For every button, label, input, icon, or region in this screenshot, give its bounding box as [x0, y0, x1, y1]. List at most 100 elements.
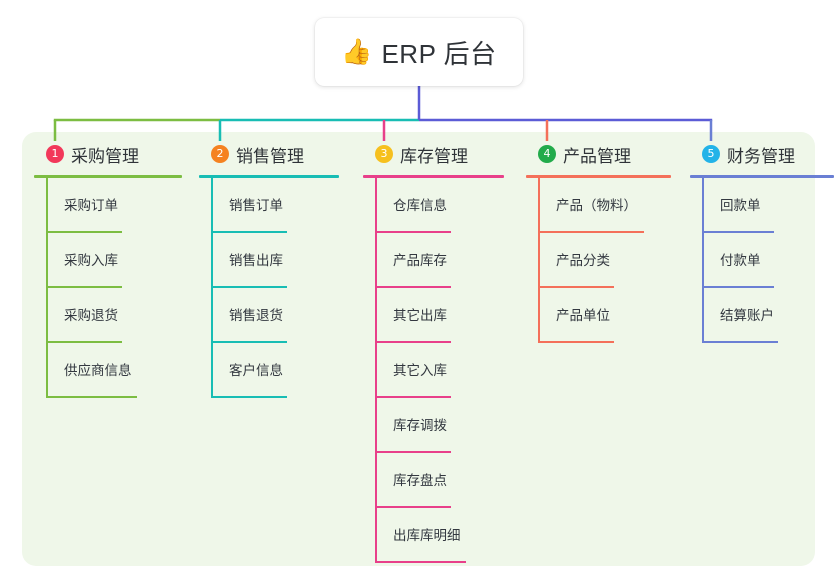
- list-item-underline: [375, 561, 466, 563]
- list-item[interactable]: 客户信息: [199, 343, 339, 398]
- branch-number-badge: 2: [211, 145, 229, 163]
- list-item-underline: [375, 341, 451, 343]
- branch-spine: [375, 178, 377, 563]
- branch-title: 财务管理: [727, 146, 795, 166]
- branch-item-list: 仓库信息产品库存其它出库其它入库库存调拨库存盘点出库库明细: [363, 178, 504, 563]
- branch-column-2: 2 销售管理销售订单销售出库销售退货客户信息: [199, 141, 339, 398]
- list-item-underline: [375, 231, 451, 233]
- branch-title: 销售管理: [236, 146, 304, 166]
- branch-column-3: 3 库存管理仓库信息产品库存其它出库其它入库库存调拨库存盘点出库库明细: [363, 141, 504, 563]
- list-item[interactable]: 采购订单: [34, 178, 182, 233]
- list-item-underline: [46, 286, 122, 288]
- list-item-underline: [702, 341, 778, 343]
- branch-header-2[interactable]: 2 销售管理: [199, 141, 339, 167]
- list-item[interactable]: 产品分类: [526, 233, 671, 288]
- thumbs-up-icon: 👍: [341, 37, 373, 66]
- branch-item-list: 销售订单销售出库销售退货客户信息: [199, 178, 339, 398]
- branch-spine: [46, 178, 48, 398]
- list-item-label: 供应商信息: [64, 363, 132, 378]
- list-item-label: 产品（物料）: [556, 198, 637, 213]
- list-item[interactable]: 库存盘点: [363, 453, 504, 508]
- branch-spine: [211, 178, 213, 398]
- list-item[interactable]: 供应商信息: [34, 343, 182, 398]
- list-item-underline: [538, 341, 614, 343]
- branch-number-badge: 5: [702, 145, 720, 163]
- branch-spine: [538, 178, 540, 343]
- list-item[interactable]: 回款单: [690, 178, 834, 233]
- list-item-label: 采购订单: [64, 198, 118, 213]
- branch-header-3[interactable]: 3 库存管理: [363, 141, 504, 167]
- list-item[interactable]: 产品单位: [526, 288, 671, 343]
- list-item-underline: [375, 396, 451, 398]
- list-item-underline: [538, 286, 614, 288]
- list-item-underline: [538, 231, 644, 233]
- branch-item-list: 回款单付款单结算账户: [690, 178, 834, 343]
- list-item-label: 结算账户: [720, 308, 774, 323]
- list-item-underline: [702, 286, 774, 288]
- list-item-label: 其它入库: [393, 363, 447, 378]
- branch-header-5[interactable]: 5 财务管理: [690, 141, 834, 167]
- list-item[interactable]: 出库库明细: [363, 508, 504, 563]
- branch-item-list: 采购订单采购入库采购退货供应商信息: [34, 178, 182, 398]
- list-item[interactable]: 结算账户: [690, 288, 834, 343]
- list-item[interactable]: 其它入库: [363, 343, 504, 398]
- list-item[interactable]: 付款单: [690, 233, 834, 288]
- page-title: ERP 后台: [381, 38, 497, 69]
- list-item-underline: [211, 231, 287, 233]
- list-item-underline: [46, 231, 122, 233]
- branch-item-list: 产品（物料） 产品分类产品单位: [526, 178, 671, 343]
- list-item-label: 销售出库: [229, 253, 283, 268]
- list-item-label: 产品库存: [393, 253, 447, 268]
- list-item[interactable]: 产品（物料）: [526, 178, 671, 233]
- branch-spine: [702, 178, 704, 343]
- list-item-underline: [211, 396, 287, 398]
- branch-number-badge: 3: [375, 145, 393, 163]
- list-item-label: 回款单: [720, 198, 761, 213]
- list-item-underline: [211, 341, 287, 343]
- branch-underline: [363, 175, 504, 178]
- branch-underline: [526, 175, 671, 178]
- list-item[interactable]: 销售退货: [199, 288, 339, 343]
- branch-title: 采购管理: [71, 146, 139, 166]
- root-node[interactable]: 👍 ERP 后台: [315, 18, 523, 86]
- list-item-underline: [211, 286, 287, 288]
- branch-column-5: 5 财务管理回款单付款单结算账户: [690, 141, 834, 343]
- branch-underline: [199, 175, 339, 178]
- list-item[interactable]: 采购退货: [34, 288, 182, 343]
- list-item[interactable]: 销售出库: [199, 233, 339, 288]
- list-item-label: 出库库明细: [393, 528, 461, 543]
- branch-header-1[interactable]: 1 采购管理: [34, 141, 182, 167]
- content-panel: [22, 132, 815, 566]
- list-item-underline: [375, 451, 451, 453]
- branch-title: 产品管理: [563, 146, 631, 166]
- list-item-underline: [375, 286, 451, 288]
- list-item[interactable]: 其它出库: [363, 288, 504, 343]
- list-item-underline: [46, 396, 137, 398]
- branch-title: 库存管理: [400, 146, 468, 166]
- list-item[interactable]: 采购入库: [34, 233, 182, 288]
- list-item-underline: [375, 506, 451, 508]
- list-item[interactable]: 产品库存: [363, 233, 504, 288]
- list-item-underline: [46, 341, 122, 343]
- branch-column-1: 1 采购管理采购订单采购入库采购退货供应商信息: [34, 141, 182, 398]
- list-item-label: 采购退货: [64, 308, 118, 323]
- list-item[interactable]: 销售订单: [199, 178, 339, 233]
- list-item-label: 库存盘点: [393, 473, 447, 488]
- list-item-label: 付款单: [720, 253, 761, 268]
- branch-underline: [690, 175, 834, 178]
- list-item-label: 销售退货: [229, 308, 283, 323]
- list-item-label: 产品单位: [556, 308, 610, 323]
- list-item-label: 产品分类: [556, 253, 610, 268]
- list-item-label: 库存调拨: [393, 418, 447, 433]
- list-item-label: 仓库信息: [393, 198, 447, 213]
- branch-underline: [34, 175, 182, 178]
- list-item-label: 采购入库: [64, 253, 118, 268]
- list-item-label: 其它出库: [393, 308, 447, 323]
- list-item[interactable]: 库存调拨: [363, 398, 504, 453]
- list-item[interactable]: 仓库信息: [363, 178, 504, 233]
- list-item-underline: [702, 231, 774, 233]
- branch-number-badge: 1: [46, 145, 64, 163]
